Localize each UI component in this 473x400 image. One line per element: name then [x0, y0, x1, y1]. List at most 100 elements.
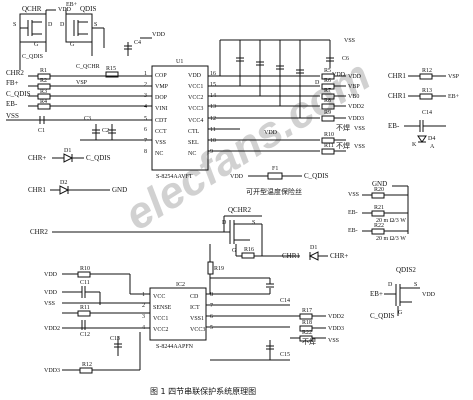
vdd-c4: VDD	[152, 32, 166, 38]
chr-plus-label: CHR+	[28, 154, 46, 162]
resistor-array-left: R1 R2 R3 R4	[37, 68, 51, 110]
ic2-num-1: 1	[142, 292, 145, 298]
vdd-qdis2: VDD	[422, 292, 436, 298]
u1-pin-cdt: CDT	[155, 118, 167, 124]
eb-minus-shunt-1: EB-	[348, 210, 358, 216]
k-label: K	[412, 142, 417, 148]
qdis-s: S	[94, 22, 97, 28]
c4: C4	[134, 40, 141, 46]
r4: R4	[40, 99, 47, 105]
u1-num-1: 1	[144, 71, 147, 77]
r19: R19	[214, 266, 224, 272]
gnd-shunt: GND	[372, 180, 387, 188]
qdis-g: G	[70, 42, 75, 48]
u1-num-4: 4	[144, 104, 147, 110]
ic2-num-5: 5	[210, 325, 213, 331]
c6: C6	[342, 56, 349, 62]
vdd-ctl: VDD	[264, 130, 278, 136]
gnd-row: GND	[112, 186, 127, 194]
r15: R15	[106, 66, 116, 72]
u1-num-16: 16	[210, 71, 216, 77]
c1: C1	[38, 128, 45, 134]
eb-plus-right: EB+	[448, 94, 460, 100]
vdd3-r9: VDD3	[348, 116, 364, 122]
r12: R12	[422, 68, 432, 74]
ic2-pin-vss1: VSS1	[190, 316, 204, 322]
r2: R2	[40, 78, 47, 84]
r7: R7	[324, 88, 331, 94]
ic2-pin-vcc1: VCC1	[153, 316, 168, 322]
qchr2-g: G	[232, 248, 237, 254]
u1-num-5: 5	[144, 116, 147, 122]
r3: R3	[40, 89, 47, 95]
r11: R11	[324, 143, 334, 149]
chr1-label: CHR1	[28, 186, 46, 194]
ic2-num-6: 6	[210, 314, 213, 320]
mosfet-qdis2: QDIS2 D S G	[388, 266, 417, 316]
vdd2-bottom: VDD2	[328, 314, 344, 320]
r5: R5	[324, 68, 331, 74]
c-qdis-label: C_QDIS	[6, 90, 31, 98]
vss-ic2: VSS	[44, 301, 55, 307]
mosfet-qchr: QCHR S G D	[13, 5, 53, 48]
r6: R6	[324, 78, 331, 84]
vdd3-bottom: VDD3	[328, 326, 344, 332]
vss-r10: VSS	[354, 126, 365, 132]
r16: R16	[244, 247, 254, 253]
c14-bottom: C14	[280, 298, 290, 304]
r11-bottom: R11	[80, 305, 90, 311]
vbp-r6: VBP	[348, 84, 360, 90]
c3: C3	[84, 116, 91, 122]
d4: D4	[428, 136, 435, 142]
chr1-bottom: CHR1	[282, 252, 300, 260]
ic2-part: S-8244AAPFN	[156, 344, 194, 350]
vdd-r5: VDD	[348, 74, 362, 80]
ic2-pin-ict: ICT	[190, 305, 200, 311]
qdis2-g: G	[398, 310, 403, 316]
d1-top: D1	[64, 148, 71, 154]
vdd-fuse: VDD	[230, 174, 244, 180]
c-qdis-fuse: C_QDIS	[304, 172, 329, 180]
qchr-s: S	[13, 22, 16, 28]
vdd-ic2-b: VDD	[44, 290, 58, 296]
u1-num-15: 15	[210, 82, 216, 88]
r21: R21	[374, 205, 384, 211]
u1-pin-vcc1: VCC1	[188, 84, 203, 90]
vdd-ic2-a: VDD	[44, 272, 58, 278]
r13: R13	[422, 88, 432, 94]
chr1-right-2: CHR1	[388, 92, 406, 100]
mosfet-qdis: QDIS EB+ D S G	[60, 2, 97, 48]
qdis-label: QDIS	[80, 5, 96, 13]
u1-pin-cct: CCT	[155, 129, 167, 135]
r18: R18	[302, 320, 312, 326]
c13: C13	[110, 336, 120, 342]
vdd-c6: VDD	[332, 72, 346, 78]
vdd2-r8: VDD2	[348, 104, 364, 110]
qdis2-s: S	[414, 282, 417, 288]
c-qchr-label: C_QCHR	[76, 64, 100, 70]
chr2-label: CHR2	[6, 69, 24, 77]
ic2-pin-cd: CD	[190, 294, 199, 300]
vdd3-ic2: VDD3	[44, 368, 60, 374]
a-label: A	[430, 144, 435, 150]
u1-num-10: 10	[210, 138, 216, 144]
d2: D2	[60, 180, 67, 186]
qdis-d: D	[60, 22, 65, 28]
chr1-right-1: CHR1	[388, 72, 406, 80]
u1-pin-vdd: VDD	[188, 73, 202, 79]
u1-num-2: 2	[144, 82, 147, 88]
u1-pin-vcc3: VCC3	[188, 106, 203, 112]
u1-pin-sel: SEL	[188, 140, 199, 146]
c12: C12	[80, 332, 90, 338]
vss-left-label: VSS	[6, 112, 19, 120]
ic2-name: IC2	[176, 282, 185, 288]
figure-caption: 图 1 四节串联保护系统原理图	[150, 386, 256, 396]
c-qdis-top: C_QDIS	[22, 54, 43, 60]
ic-u1: U1 S-8254AAVFT COP VMP DOP VINI CDT CCT …	[144, 59, 216, 180]
u1-num-9: 9	[210, 149, 213, 155]
r22: R22	[374, 223, 384, 229]
r20: R20	[374, 187, 384, 193]
u1-num-6: 6	[144, 127, 147, 133]
ic-ic2: IC2 S-8244AAPFN VCC SENSE VCC1 VCC2 CD I…	[142, 282, 213, 350]
